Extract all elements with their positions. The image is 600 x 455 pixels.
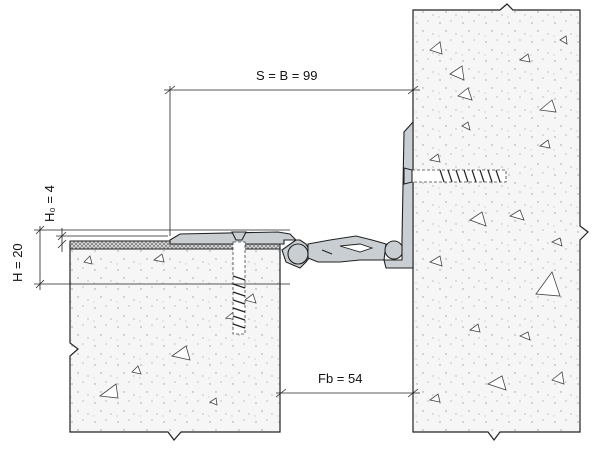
- aggregate-stones: [83, 35, 568, 406]
- dimension-s-b: [164, 85, 420, 236]
- dimension-h-label: H = 20: [10, 243, 25, 282]
- dimension-fb: [275, 388, 420, 398]
- dimension-fb-label: Fb = 54: [318, 371, 362, 386]
- dimension-h0-label: H₀ = 4: [42, 185, 57, 222]
- joint-profile: [169, 120, 414, 269]
- dimension-h0: [56, 228, 168, 252]
- left-anchor-screw: [231, 231, 247, 335]
- dimension-h: [34, 225, 290, 290]
- right-concrete-wall: [412, 3, 589, 441]
- right-anchor-screw: [403, 167, 507, 185]
- left-concrete-slab: [69, 243, 281, 441]
- dimension-s-b-label: S = B = 99: [256, 68, 317, 83]
